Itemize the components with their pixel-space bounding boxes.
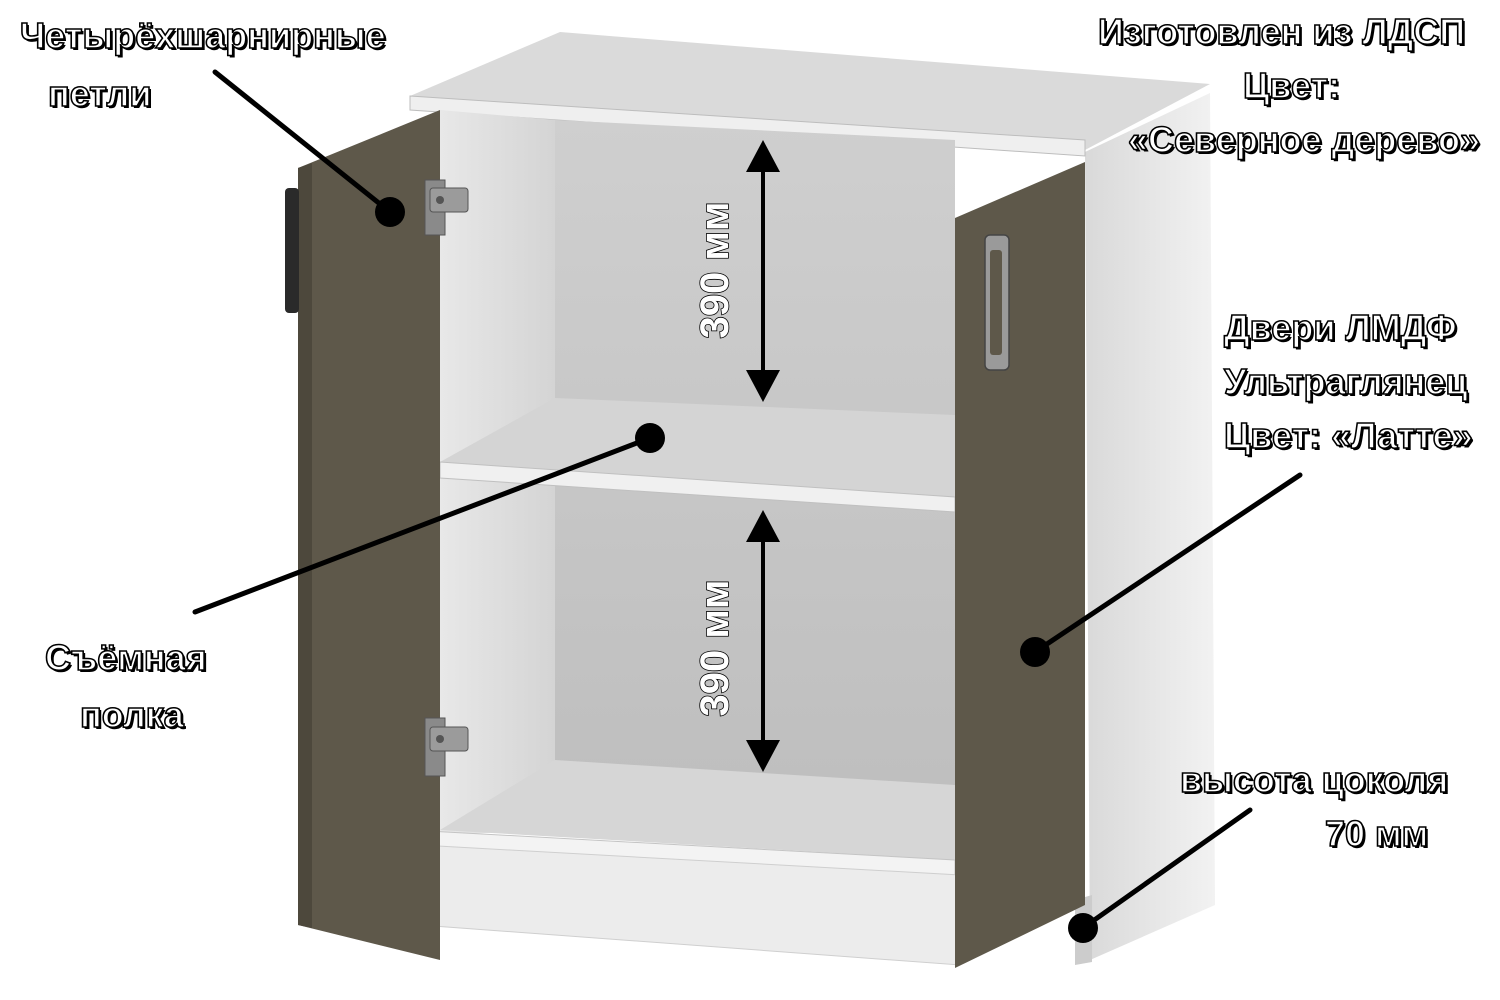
label-plinth-line2: 70 мм (1324, 813, 1429, 854)
label-plinth-line1: высота цоколя (1179, 759, 1449, 800)
leader-dot-doors (1020, 637, 1050, 667)
label-material-line2: Цвет: (1242, 65, 1341, 106)
leader-lines (192, 69, 1303, 931)
hinge-top-icon (424, 179, 469, 236)
interior-bottom (440, 760, 955, 860)
label-hinges-line2: петли (47, 73, 152, 114)
label-doors-line2: Ультраглянец (1223, 361, 1468, 402)
leader-dot-shelf (635, 423, 665, 453)
leader-hinges (212, 69, 393, 215)
dimension-arrow-upper (746, 140, 780, 402)
label-shelf-line1: Съёмная (44, 637, 207, 678)
left-door (298, 110, 440, 960)
carcass-right-side (1085, 93, 1215, 960)
leader-plinth (1080, 807, 1253, 931)
label-material-line1: Изготовлен из ЛДСП (1097, 11, 1466, 52)
leader-shelf (192, 435, 653, 615)
leader-dot-hinges (375, 197, 405, 227)
leader-doors (1032, 472, 1303, 655)
shelf-top-surface (440, 398, 955, 497)
right-door-handle-icon (984, 234, 1010, 371)
left-door-handle-icon (285, 188, 299, 313)
right-door (955, 162, 1085, 968)
label-doors-line1: Двери ЛМДФ (1223, 307, 1457, 348)
dimension-label-lower: 390 мм (693, 579, 737, 716)
label-material-line3: «Северное дерево» (1127, 119, 1481, 160)
label-hinges-line1: Четырёхшарнирные (19, 15, 386, 56)
left-door-edge (298, 163, 312, 928)
leader-dot-plinth (1068, 913, 1098, 943)
hinge-bottom-icon (424, 717, 469, 777)
label-doors-line3: Цвет: «Латте» (1223, 415, 1473, 456)
label-shelf-line2: полка (79, 694, 184, 735)
carcass-top (410, 32, 1210, 150)
dimension-label-upper: 390 мм (693, 201, 737, 338)
dimension-arrow-lower (746, 510, 780, 772)
